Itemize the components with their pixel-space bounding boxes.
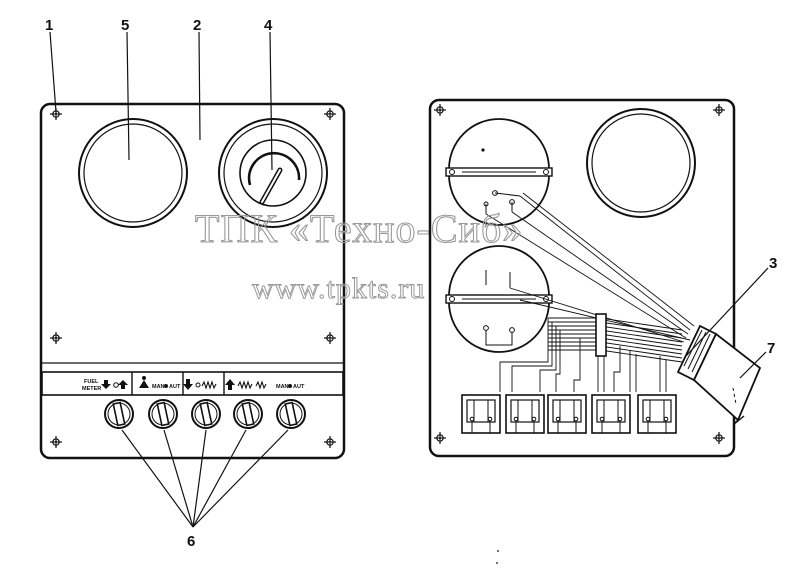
callout-7: 7 — [767, 340, 775, 357]
switch-block-4 — [591, 394, 631, 434]
label-man-2: MAN — [276, 384, 289, 390]
label-fuel: FUEL — [84, 379, 99, 385]
gauge-left — [78, 118, 188, 228]
switch-block-2 — [505, 394, 545, 434]
label-aut-2: AUT — [293, 384, 305, 390]
callout-2: 2 — [193, 17, 201, 34]
harness-cable — [692, 332, 762, 426]
label-meter: METER — [82, 386, 101, 392]
gauge-back-right — [586, 108, 696, 218]
gauge-back-lower — [445, 245, 553, 353]
selector-knob-3[interactable] — [191, 399, 221, 429]
gauge-back-upper — [445, 118, 553, 226]
switch-block-1 — [461, 394, 501, 434]
selector-knob-2[interactable] — [148, 399, 178, 429]
control-strip: FUEL METER MAN AUT MAN AUT — [41, 362, 344, 396]
rear-panel-outline — [428, 98, 736, 458]
callout-4: 4 — [264, 17, 273, 34]
label-aut-1: AUT — [169, 384, 181, 390]
label-man-1: MAN — [152, 384, 165, 390]
selector-knob-4[interactable] — [233, 399, 263, 429]
front-panel: FUEL METER MAN AUT MAN AUT — [39, 102, 346, 460]
switch-block-5 — [637, 394, 677, 434]
callout-5: 5 — [121, 17, 129, 34]
callout-1: 1 — [45, 17, 53, 34]
watermark-line1: ТПК «Техно-Сиб» — [195, 206, 523, 251]
callout-6: 6 — [187, 533, 195, 550]
callout-3: 3 — [769, 255, 777, 272]
switch-block-3 — [547, 394, 587, 434]
cable-clamp — [595, 313, 607, 357]
selector-knob-1[interactable] — [104, 399, 134, 429]
watermark-line2: www.tpkts.ru — [252, 272, 425, 305]
leader-lines — [49, 31, 769, 528]
speck — [497, 550, 499, 552]
selector-knob-5[interactable] — [276, 399, 306, 429]
rear-panel — [428, 98, 762, 458]
speck — [496, 562, 498, 564]
